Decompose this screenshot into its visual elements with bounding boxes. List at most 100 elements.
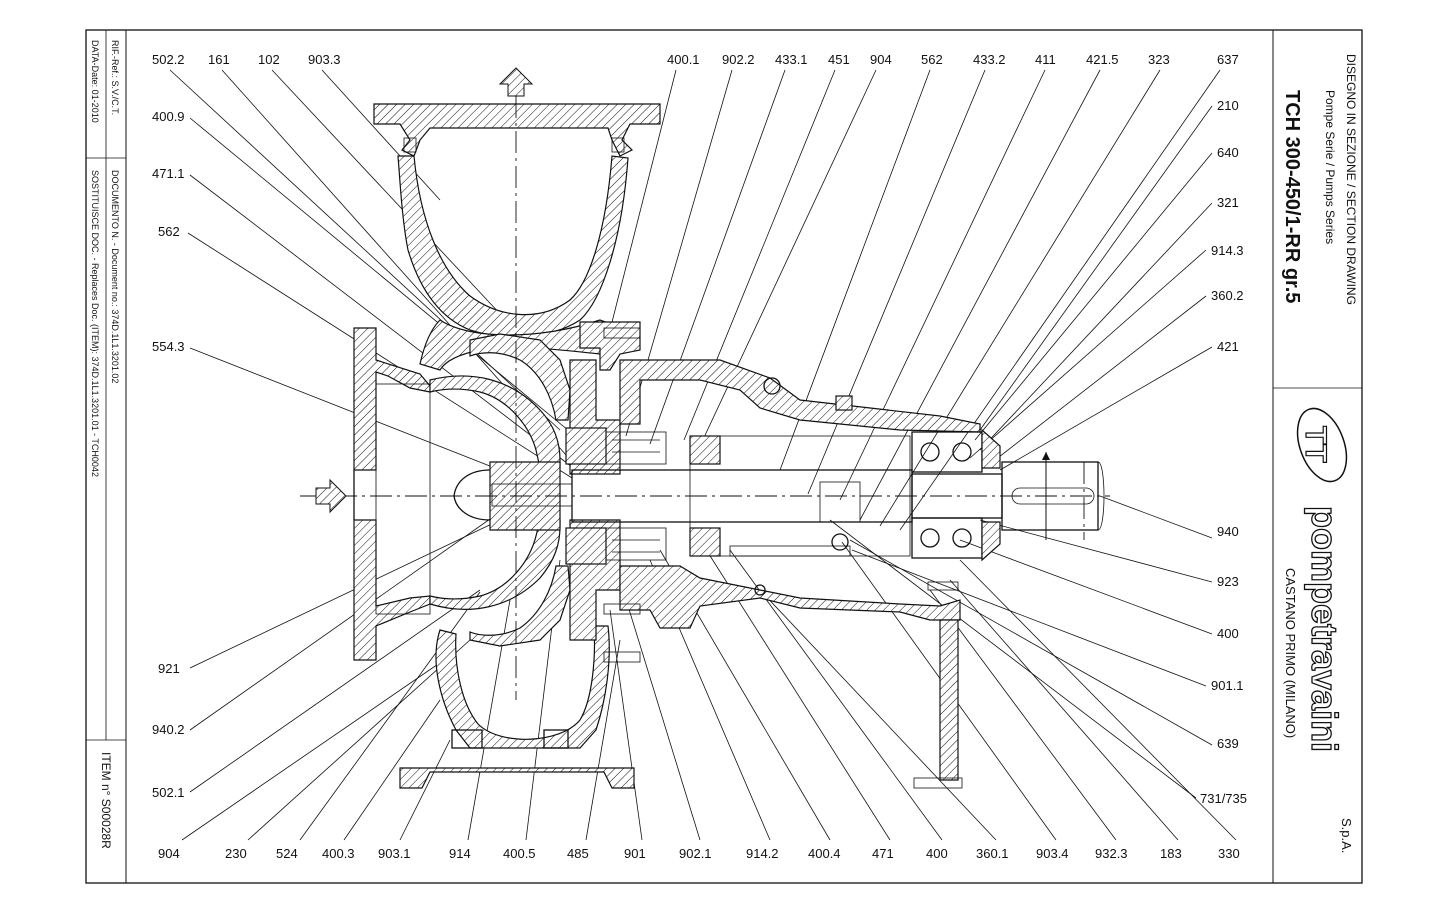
leader-line [343,699,441,841]
label-left-471-1: 471.1 [152,166,185,181]
leader-line [899,69,1221,531]
leader-line [189,519,501,669]
section-drawing-heading: DISEGNO IN SEZIONE / SECTION DRAWING [1344,54,1358,305]
label-right-639: 639 [1217,736,1239,751]
leader-line [839,69,1046,501]
label-top-421-5: 421.5 [1086,52,1119,67]
title-block: DISEGNO IN SEZIONE / SECTION DRAWING Pom… [1281,54,1358,853]
rotation-arrow-icon [1042,452,1050,540]
leader-line [649,69,786,445]
leader-line [974,152,1213,441]
leader-line [189,589,481,793]
label-right-901-1: 901.1 [1211,678,1244,693]
label-top-400-1: 400.1 [667,52,700,67]
label-bottom-914-2: 914.2 [746,846,779,861]
leader-line [399,739,451,841]
label-top-451: 451 [828,52,850,67]
label-top-323: 323 [1148,52,1170,67]
model-title: TCH 300-450/1-RR gr.5 [1281,90,1303,303]
label-top-502-2: 502.2 [152,52,185,67]
leader-line [949,579,1179,841]
label-bottom-485: 485 [567,846,589,861]
leader-line [879,69,1161,527]
leader-line [609,69,677,331]
discharge-arrow-icon [498,67,534,97]
label-left-400-9: 400.9 [152,109,185,124]
leader-line [979,105,1213,431]
label-left-940-2: 940.2 [152,722,185,737]
label-left-502-1: 502.1 [152,785,185,800]
leader-line [187,232,573,479]
suction-arrow-icon [315,478,347,514]
leader-line [849,539,1213,746]
leader-line [247,639,471,841]
label-top-637: 637 [1217,52,1239,67]
document-number: DOCUMENTO N. - Document no.: 374D.1L1.32… [110,170,120,383]
label-bottom-903-4: 903.4 [1036,846,1069,861]
leader-line [189,511,501,731]
company-location: CASTANO PRIMO (MILANO) [1283,568,1298,738]
label-right-940: 940 [1217,524,1239,539]
leader-line [859,69,1101,521]
label-bottom-901: 901 [624,846,646,861]
leader-line [929,589,1117,841]
label-right-321: 321 [1217,195,1239,210]
label-right-640: 640 [1217,145,1239,160]
label-bottom-471: 471 [872,846,894,861]
label-right-400: 400 [1217,626,1239,641]
label-bottom-230: 230 [225,846,247,861]
label-left-562: 562 [158,224,180,239]
leader-line [585,639,621,841]
label-top-902-2: 902.2 [722,52,755,67]
leader-line [619,579,701,841]
label-top-102: 102 [258,52,280,67]
leader-line [699,69,877,447]
label-bottom-400-4: 400.4 [808,846,841,861]
label-right-923: 923 [1217,574,1239,589]
pump-section [300,67,1110,789]
label-top-562: 562 [921,52,943,67]
ref-text: RIF.-Ref.: S.V./C.T. [110,40,120,115]
replaces-document: SOSTITUISCE DOC. - Replaces Doc. (ITEM):… [90,170,100,477]
leader-line [321,69,441,201]
svg-text:TT: TT [1299,426,1332,463]
label-top-904: 904 [870,52,892,67]
pump-series-heading: Pompe Serie / Pumps Series [1323,90,1337,244]
label-bottom-400-5: 400.5 [503,846,536,861]
label-bottom-400: 400 [926,846,948,861]
leader-line [189,347,501,471]
leader-line [851,549,1207,687]
label-bottom-903-1: 903.1 [378,846,411,861]
leader-line [979,519,1213,583]
company-logo: TT [1296,407,1348,483]
leader-line [181,659,445,841]
label-bottom-400-3: 400.3 [322,846,355,861]
label-right-914-3: 914.3 [1211,243,1244,258]
label-bottom-904: 904 [158,846,180,861]
leader-line [969,249,1207,459]
label-left-921: 921 [158,661,180,676]
label-bottom-360-1: 360.1 [976,846,1009,861]
leader-line [759,589,997,841]
leader-line [979,202,1213,451]
date-text: DATA-Date: 01-2010 [90,40,100,123]
label-top-903-3: 903.3 [308,52,341,67]
label-bottom-914: 914 [449,846,471,861]
company-suffix: S.p.A. [1339,818,1354,853]
label-top-161: 161 [208,52,230,67]
leader-line [959,539,1213,635]
label-top-433-1: 433.1 [775,52,808,67]
label-bottom-902-1: 902.1 [679,846,712,861]
item-number: ITEM n° S00028R [99,752,113,849]
label-right-421: 421 [1217,339,1239,354]
leader-line [989,295,1207,465]
leader-line [959,559,1237,841]
label-right-210: 210 [1217,98,1239,113]
label-right-731-735: 731/735 [1200,791,1247,806]
leader-line [189,117,581,441]
side-block: RIF.-Ref.: S.V./C.T. DATA-Date: 01-2010 … [90,40,120,849]
leader-line [999,346,1213,471]
label-bottom-524: 524 [276,846,298,861]
label-top-411: 411 [1035,52,1056,67]
leader-line [189,174,577,471]
